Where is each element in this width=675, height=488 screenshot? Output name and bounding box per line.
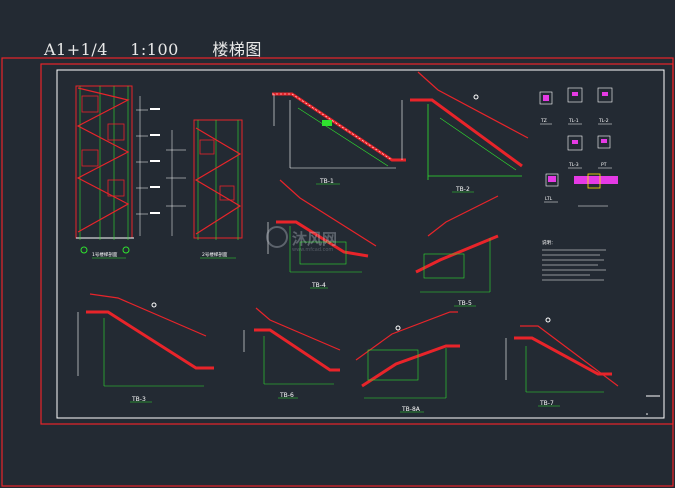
tb8a-label: TB-8A	[401, 406, 421, 413]
tb3-label: TB-3	[131, 396, 146, 403]
stair-tb3: TB-3	[77, 293, 214, 403]
detail-sections: TZ TL-1 TL-2 TL-3 PT LTL	[539, 87, 618, 207]
stair-tb1: TB-1	[272, 92, 406, 185]
stair-tb4: TB-4	[267, 179, 377, 289]
stair-section-1: 1号楼梯剖面	[75, 85, 160, 259]
ltl-label: LTL	[545, 196, 553, 202]
stair-tb7: TB-7	[505, 317, 619, 407]
tb6-label: TB-6	[279, 392, 294, 399]
tb4-label: TB-4	[311, 282, 326, 289]
stair-tb8a: TB-8A	[355, 311, 460, 413]
tb2-label: TB-2	[455, 186, 470, 193]
inner-frame	[56, 69, 665, 419]
notes-title: 说明：	[542, 239, 556, 246]
tb7-label: TB-7	[539, 400, 554, 407]
pt-label: PT	[601, 162, 607, 168]
watermark-url: www.mfcad.com	[292, 247, 334, 253]
tl2-label: TL-2	[598, 118, 609, 124]
general-notes: 说明：	[542, 239, 606, 281]
section-2-label: 2号楼梯剖面	[202, 251, 228, 258]
stair-tb2: TB-2	[401, 71, 529, 193]
sheet-frame	[40, 63, 674, 425]
stair-tb6: TB-6	[243, 307, 341, 399]
section-1-label: 1号楼梯剖面	[92, 251, 118, 258]
tb5-label: TB-5	[457, 300, 472, 307]
tz-label: TZ	[540, 118, 547, 124]
watermark-logo-icon	[266, 226, 288, 248]
stair-section-2: 2号楼梯剖面	[166, 119, 243, 259]
tb1-label: TB-1	[319, 178, 334, 185]
tl1-label: TL-1	[568, 118, 579, 124]
stair-tb5: TB-5	[415, 195, 499, 307]
tl3-label: TL-3	[568, 162, 579, 168]
watermark: 沐风网	[292, 230, 338, 248]
drawing-title: A1+1/4 1:100 楼梯图	[44, 40, 262, 59]
